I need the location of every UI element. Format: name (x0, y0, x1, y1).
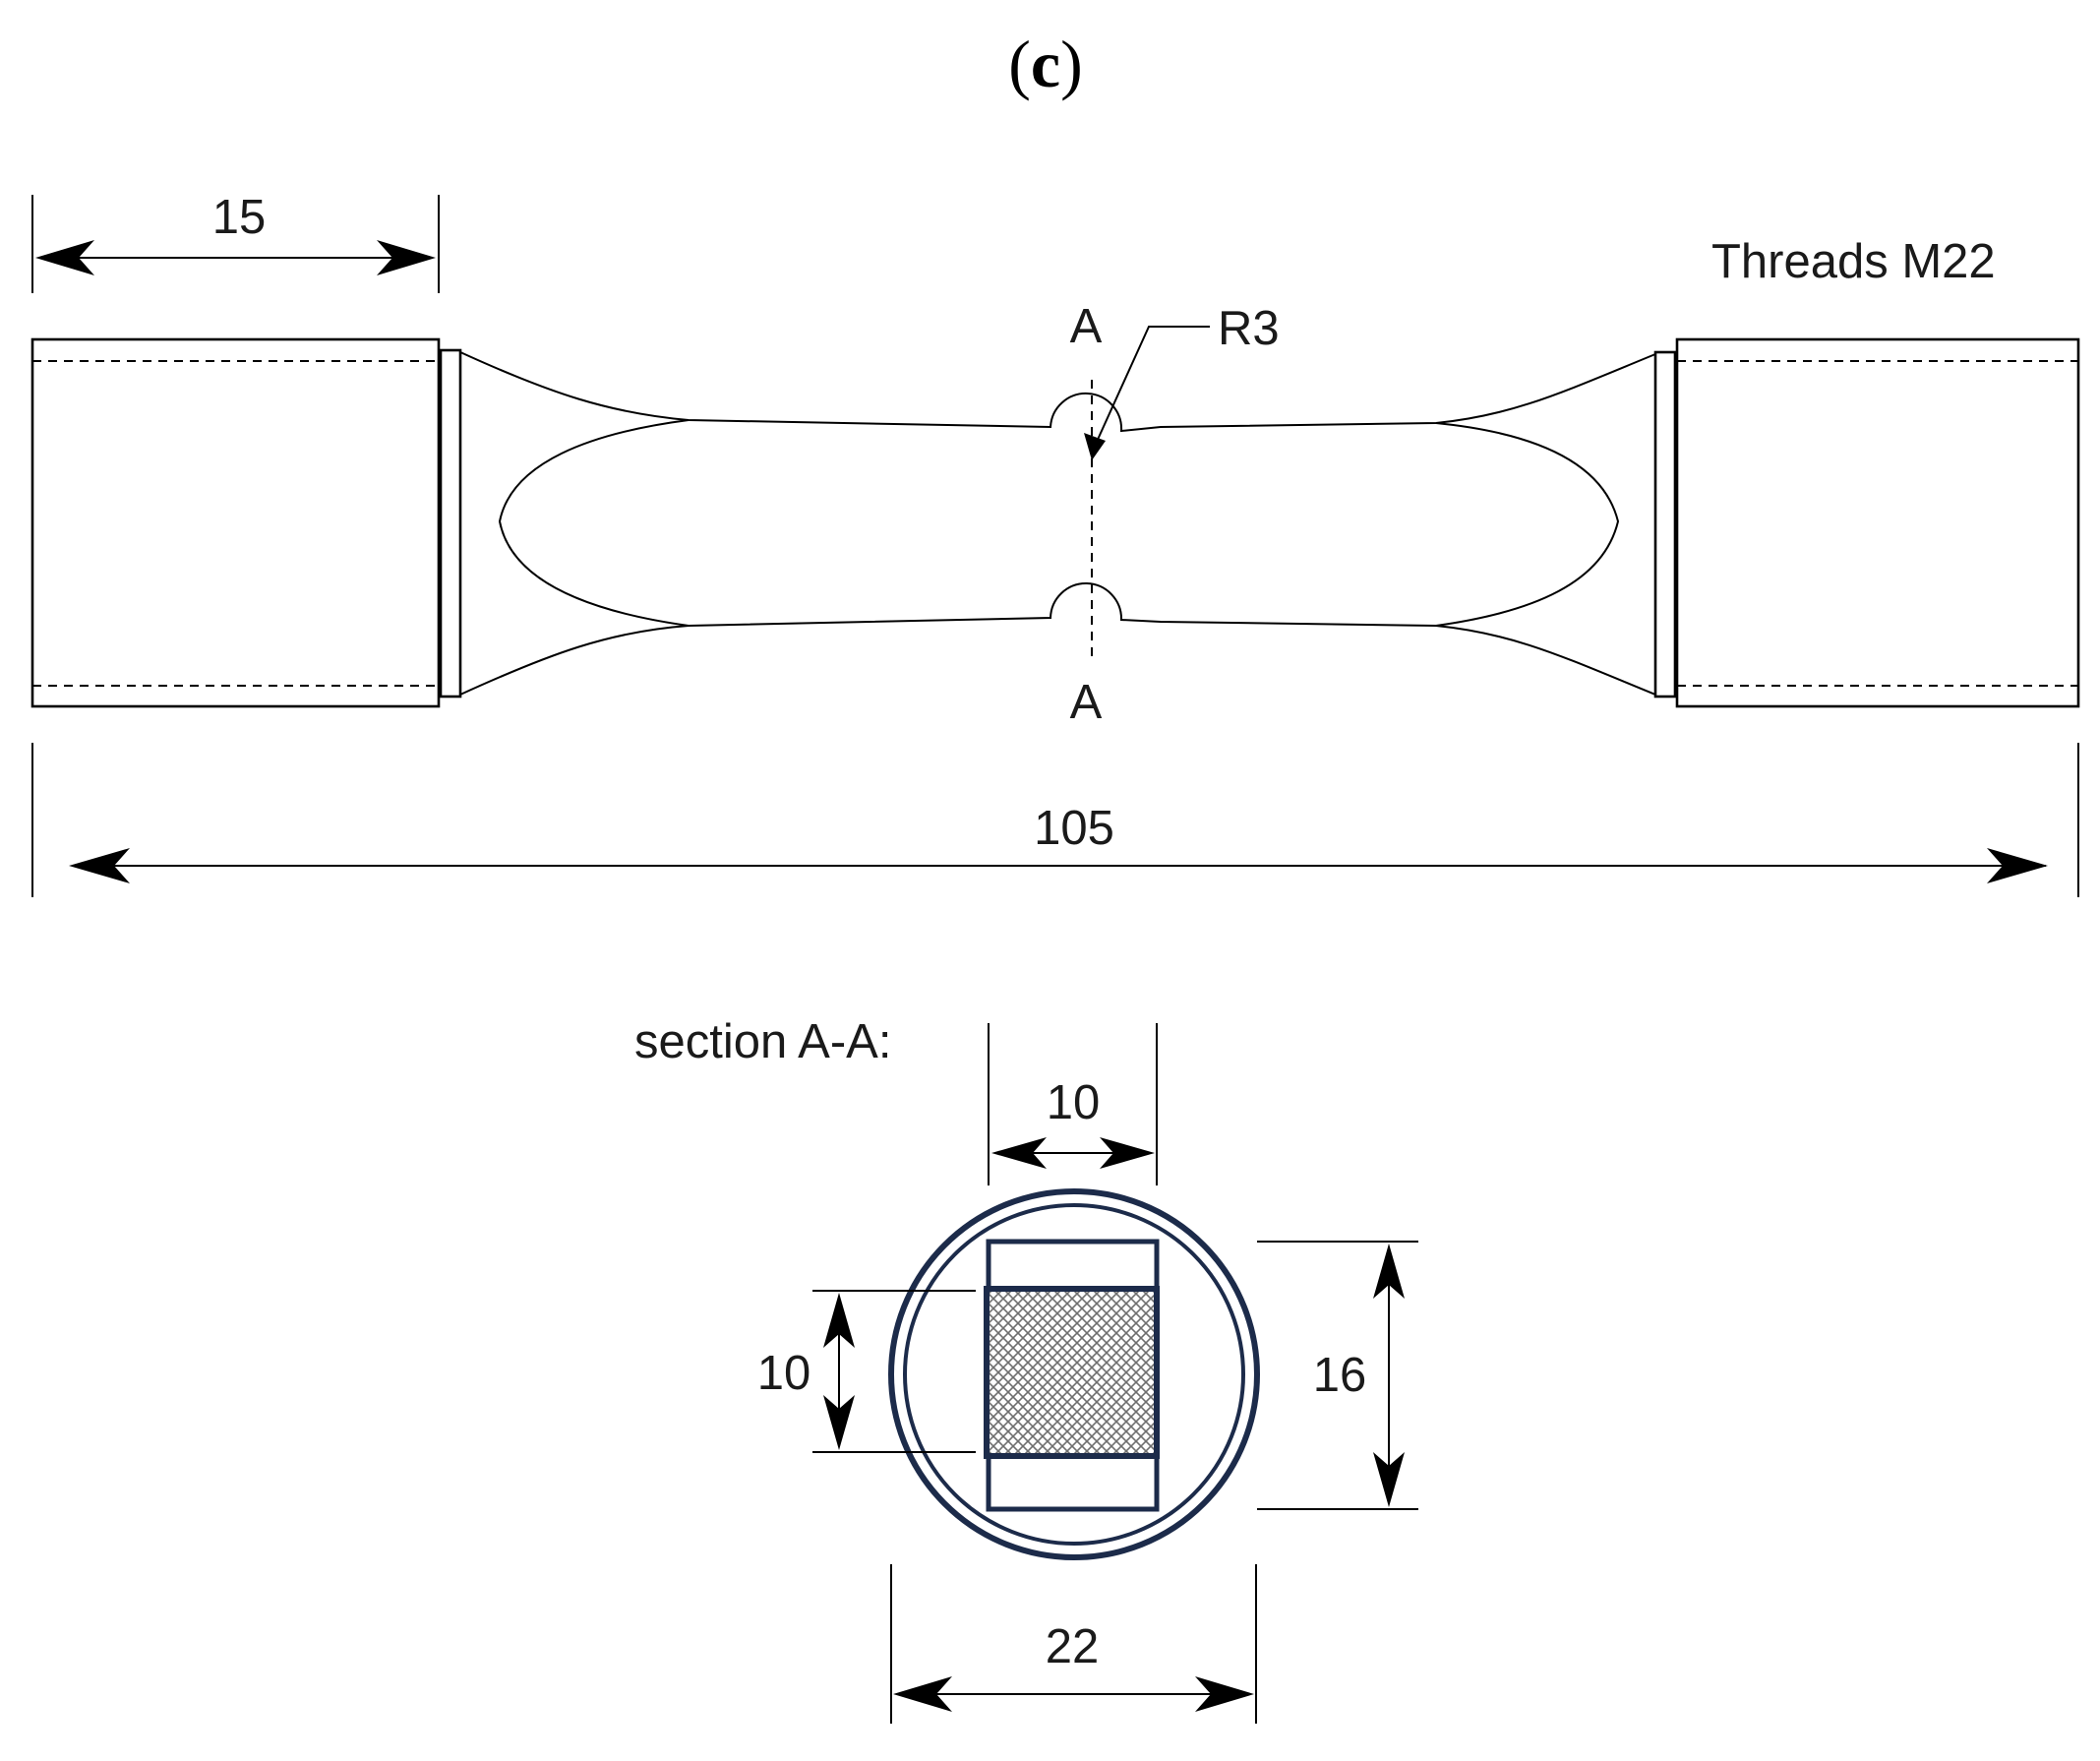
section-hatched-core (984, 1286, 1160, 1459)
right-arrow-bottom (1373, 1452, 1405, 1507)
grip-length-value: 15 (212, 191, 267, 244)
left-arrow-top (823, 1293, 855, 1348)
panel-label-open: ( (1008, 27, 1031, 101)
dimension-overall-length: 105 (31, 743, 2079, 897)
section-marker-bottom: A (1070, 676, 1103, 729)
gauge-outline-top (459, 351, 1656, 433)
bottom-arrow-right (1195, 1676, 1254, 1712)
top-arrow-left (991, 1137, 1047, 1169)
left-collar (439, 348, 462, 698)
right-arrow-top (1373, 1244, 1405, 1299)
radius-leader-arrowhead (1084, 433, 1106, 460)
arrowhead-right (1987, 848, 2048, 883)
top-arrow-right (1100, 1137, 1155, 1169)
panel-label-close: ) (1060, 27, 1083, 101)
left-grip (30, 337, 441, 708)
specimen-side-view: A A R3 Threads M22 (30, 235, 2080, 729)
flat-profile-curve (498, 419, 1620, 627)
section-diameter-value: 22 (1046, 1620, 1100, 1673)
section-outer-circle (888, 1188, 1260, 1560)
threads-label: Threads M22 (1711, 235, 1996, 288)
section-height-left-value: 10 (757, 1347, 811, 1400)
panel-label: (c) (1008, 27, 1083, 101)
left-arrow-bottom (823, 1395, 855, 1450)
right-grip (1675, 337, 2080, 708)
right-collar (1653, 350, 1677, 698)
arrowhead-right (377, 240, 436, 275)
radius-label: R3 (1218, 302, 1280, 355)
section-view: section A-A: 10 10 16 2 (634, 1015, 1418, 1724)
bottom-arrow-left (893, 1676, 952, 1712)
section-marker-top: A (1070, 300, 1103, 353)
arrowhead-left (35, 240, 94, 275)
arrowhead-left (69, 848, 130, 883)
section-height-right-value: 16 (1313, 1349, 1367, 1402)
section-width-top-value: 10 (1047, 1076, 1101, 1129)
section-title: section A-A: (634, 1015, 891, 1068)
overall-length-value: 105 (1034, 802, 1114, 855)
radius-leader (1091, 326, 1210, 454)
dimension-grip-length: 15 (31, 191, 440, 293)
gauge-outline-bottom (459, 582, 1656, 696)
section-inner-circle (903, 1203, 1245, 1546)
panel-label-letter: c (1031, 27, 1060, 101)
